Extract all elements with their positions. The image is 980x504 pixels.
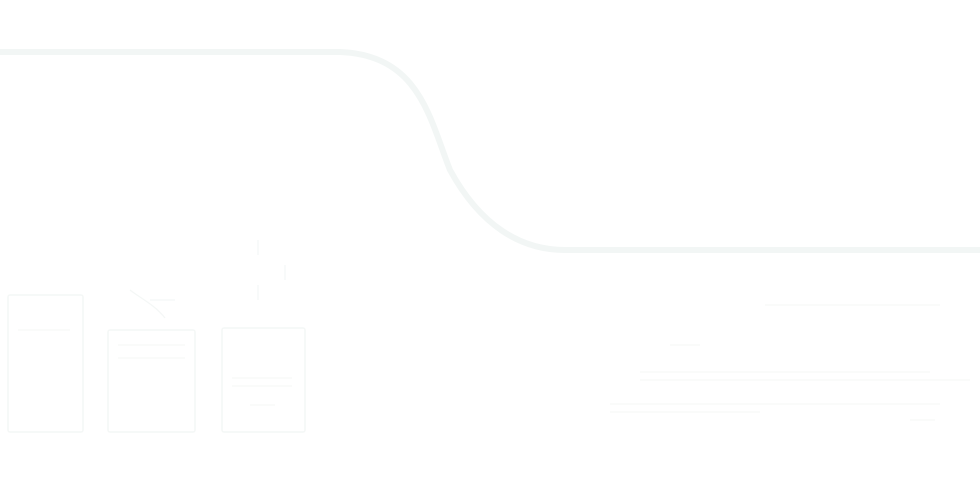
flow-curve: [0, 49, 980, 253]
right-panel: [221, 327, 306, 433]
connector-glyph: [129, 289, 166, 319]
left-panel: [7, 294, 84, 433]
right-text-group: [610, 304, 970, 421]
center-panel: [107, 329, 196, 433]
